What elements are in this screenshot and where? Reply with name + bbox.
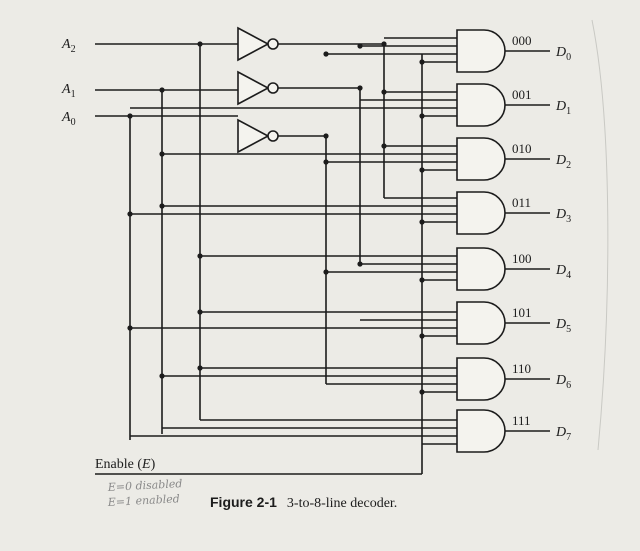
pencil-bracket (591, 19, 609, 451)
inverter-a0 (237, 118, 279, 154)
and-gate-d0 (456, 29, 506, 73)
enable-wires (95, 61, 457, 475)
output-code-d7: 111 (512, 413, 531, 428)
output-code-d0: 000 (512, 33, 532, 48)
input-label-a1: A1 (61, 82, 76, 100)
output-label-d1: D1 (555, 99, 571, 117)
output-code-d5: 101 (512, 305, 532, 320)
output-label-d4: D4 (555, 263, 571, 281)
output-code-d6: 110 (512, 361, 531, 376)
output-code-d2: 010 (512, 141, 532, 156)
and-gate-d4 (456, 247, 506, 291)
and-gate-d2 (456, 137, 506, 181)
inverter-a2 (237, 26, 279, 62)
and-gate-d1 (456, 83, 506, 127)
output-label-d6: D6 (555, 373, 571, 391)
output-label-d3: D3 (555, 207, 571, 225)
and-gate-d5 (456, 301, 506, 345)
gate-input-wires (130, 37, 457, 437)
and-gates (456, 29, 506, 453)
and-gate-d3 (456, 191, 506, 235)
output-code-d3: 011 (512, 195, 531, 210)
input-label-a2: A2 (61, 37, 76, 55)
handwritten-note-enabled: E=1 enabled (106, 492, 180, 509)
inverter-output-wires (278, 43, 384, 137)
input-label-a0: A0 (61, 110, 76, 128)
output-label-d5: D5 (555, 317, 571, 335)
output-wires (505, 50, 550, 432)
output-label-d2: D2 (555, 153, 571, 171)
output-code-d4: 100 (512, 251, 532, 266)
and-gate-d7 (456, 409, 506, 453)
junction-dots (127, 41, 425, 395)
handwritten-note-disabled: E=0 disabled (106, 477, 182, 494)
output-label-d0: D0 (555, 45, 571, 63)
inverter-a1 (237, 70, 279, 106)
enable-label: Enable (E) (95, 457, 156, 472)
output-label-d7: D7 (555, 425, 571, 443)
and-gate-d6 (456, 357, 506, 401)
output-code-d1: 001 (512, 87, 532, 102)
input-wires (95, 43, 238, 117)
